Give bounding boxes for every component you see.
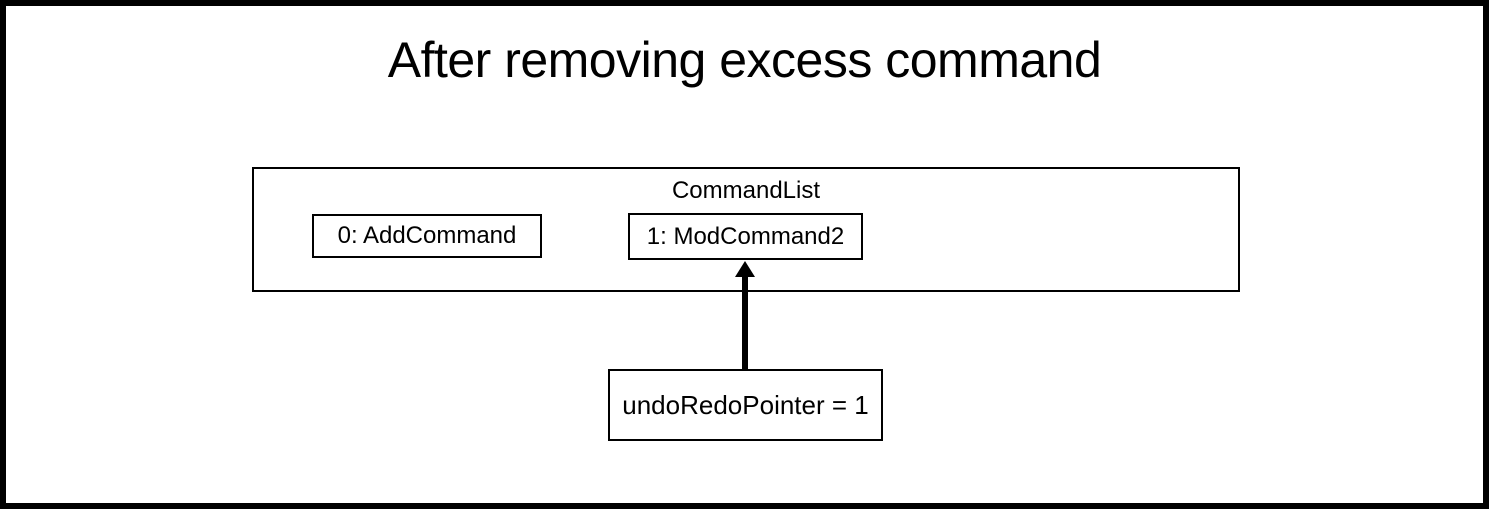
slide-title: After removing excess command xyxy=(387,32,1102,88)
command-list-container: CommandList 0: AddCommand 1: ModCommand2 xyxy=(252,167,1240,292)
pointer-arrow-line xyxy=(742,275,748,369)
undo-redo-pointer-box: undoRedoPointer = 1 xyxy=(608,369,883,441)
command-list-item-0: 0: AddCommand xyxy=(312,214,542,258)
command-list-item-1: 1: ModCommand2 xyxy=(628,213,863,260)
pointer-arrow-head-icon xyxy=(735,261,755,277)
command-list-label: CommandList xyxy=(671,177,821,204)
